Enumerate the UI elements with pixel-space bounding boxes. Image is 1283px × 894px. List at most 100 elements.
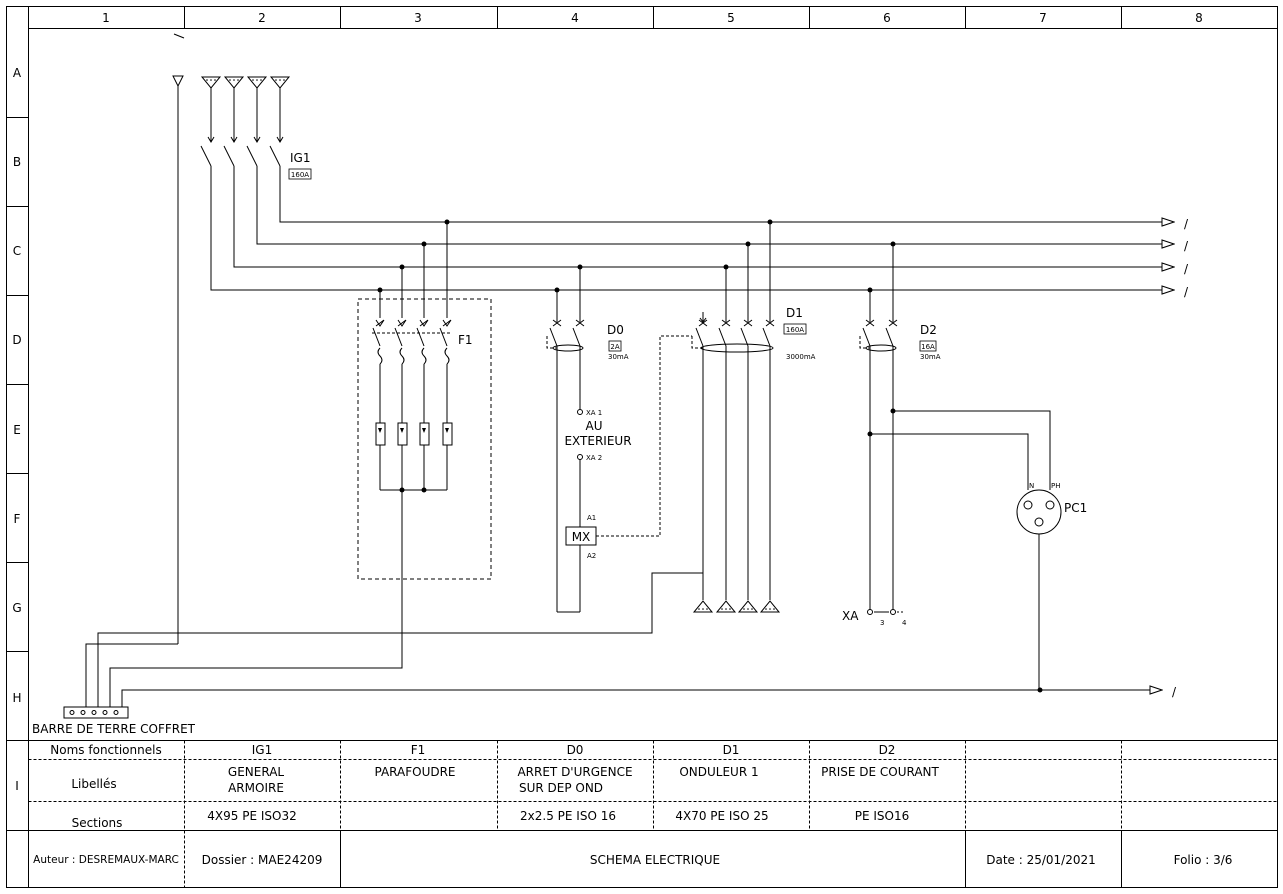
legend-cell-libelle: PRISE DE COURANT	[821, 765, 939, 779]
earth-bar-label: BARRE DE TERRE COFFRET	[32, 722, 196, 736]
legend-cell-name: D0	[567, 743, 584, 757]
ig1-main-switch	[200, 88, 284, 167]
xa3-terminal	[867, 609, 873, 615]
d1-label: D1	[786, 306, 803, 320]
d1-sensitivity: 3000mA	[786, 353, 816, 361]
bus-marker: /	[1184, 217, 1189, 231]
legend-cell-libelle: GENERAL	[228, 765, 285, 779]
mx-a2-label: A2	[587, 552, 596, 560]
xa4-terminal	[890, 609, 896, 615]
legend-cell-libelle: ONDULEUR 1	[679, 765, 758, 779]
busbars	[210, 166, 1174, 290]
d0-label: D0	[607, 323, 624, 337]
d0-rating-box	[608, 340, 622, 352]
legend-cell-name: F1	[411, 743, 426, 757]
ig1-rating: 160A	[291, 171, 309, 179]
d1-rating-box	[783, 323, 807, 335]
pc1-ph-label: PH	[1051, 482, 1061, 490]
d0-breaker	[546, 267, 692, 613]
row-labels: A B C D E F G H I	[12, 66, 22, 793]
row-label: F	[14, 512, 21, 526]
legend-row-header: Libellés	[71, 777, 116, 791]
column-label: 3	[414, 11, 422, 25]
column-label: 2	[258, 11, 266, 25]
pc1-n-label: N	[1029, 482, 1034, 490]
d1-rating: 160A	[786, 326, 804, 334]
legend-table-text: Noms fonctionnels Libellés Sections IG1 …	[50, 743, 939, 830]
row-label: A	[13, 66, 22, 80]
ig1-label: IG1	[290, 151, 310, 165]
xa1-terminal	[577, 409, 583, 415]
column-label: 6	[883, 11, 891, 25]
legend-row-header: Sections	[72, 816, 123, 830]
bus-marker: /	[1184, 239, 1189, 253]
xa-terminal-3: 3	[880, 619, 884, 627]
earth-bar	[63, 643, 178, 719]
exterieur-label: EXTERIEUR	[564, 434, 631, 448]
row-label: G	[12, 601, 21, 615]
incoming-connectors	[200, 76, 291, 89]
f1-label: F1	[458, 333, 473, 347]
legend-row-header: Noms fonctionnels	[50, 743, 161, 757]
legend-cell-section: 4X95 PE ISO32	[207, 809, 296, 823]
f1-varistor-arrows	[378, 428, 449, 433]
legend-cell-libelle: SUR DEP OND	[519, 781, 603, 795]
row-label: E	[13, 423, 21, 437]
column-labels: 1 2 3 4 5 6 7 8	[102, 11, 1203, 25]
column-label: 5	[727, 11, 735, 25]
row-label: C	[13, 244, 21, 258]
xa-terminal-4: 4	[902, 619, 907, 627]
title-block: Auteur : DESREMAUX-MARC Dossier : MAE242…	[33, 853, 1232, 867]
sheet-frame	[6, 6, 1278, 888]
date-field: Date : 25/01/2021	[986, 853, 1096, 867]
legend-cell-libelle: ARMOIRE	[228, 781, 284, 795]
xa2-label: XA 2	[586, 454, 602, 462]
d2-rating: 16A	[921, 343, 935, 351]
xa2-terminal	[577, 454, 583, 460]
d2-label: D2	[920, 323, 937, 337]
legend-cell-libelle: ARRET D'URGENCE	[517, 765, 632, 779]
row-label: I	[15, 779, 19, 793]
legend-table-lines	[28, 740, 1277, 887]
f1-surge-arrester	[109, 222, 492, 707]
pc1-label: PC1	[1064, 501, 1087, 515]
column-label: 7	[1039, 11, 1047, 25]
legend-cell-name: IG1	[252, 743, 272, 757]
folio-field: Folio : 3/6	[1174, 853, 1233, 867]
legend-cell-name: D1	[723, 743, 740, 757]
au-label: AU	[586, 419, 603, 433]
column-label: 8	[1195, 11, 1203, 25]
d1-breaker	[97, 222, 781, 707]
d0-sensitivity: 30mA	[608, 353, 629, 361]
legend-cell-name: D2	[879, 743, 896, 757]
author-field: Auteur : DESREMAUX-MARC	[33, 854, 179, 866]
bus-continuation-markers: / / / /	[1184, 217, 1189, 299]
d1-output-dots	[698, 608, 775, 610]
legend-cell-section: 2x2.5 PE ISO 16	[520, 809, 616, 823]
mx-a1-label: A1	[587, 514, 596, 522]
xa-terminal-label: XA	[842, 609, 859, 623]
legend-cell-section: PE ISO16	[855, 809, 910, 823]
xa1-label: XA 1	[586, 409, 602, 417]
incoming-connector-dots	[206, 79, 285, 81]
legend-cell-section: 4X70 PE ISO 25	[675, 809, 768, 823]
drawing-title: SCHEMA ELECTRIQUE	[590, 853, 720, 867]
d2-rating-box	[919, 340, 937, 352]
mx-label: MX	[572, 530, 591, 544]
column-label: 4	[571, 11, 579, 25]
row-label: B	[13, 155, 21, 169]
pc1-socket	[121, 489, 1162, 707]
bus-marker: /	[1184, 285, 1189, 299]
bus-marker: /	[1172, 685, 1177, 699]
bus-marker: /	[1184, 262, 1189, 276]
dossier-field: Dossier : MAE24209	[202, 853, 323, 867]
d2-sensitivity: 30mA	[920, 353, 941, 361]
d2-breaker	[859, 244, 1051, 613]
column-label: 1	[102, 11, 110, 25]
row-label: H	[12, 691, 21, 705]
d0-rating: 2A	[610, 343, 619, 351]
row-label: D	[12, 333, 21, 347]
legend-cell-libelle: PARAFOUDRE	[374, 765, 455, 779]
ig1-rating-box	[288, 168, 312, 180]
